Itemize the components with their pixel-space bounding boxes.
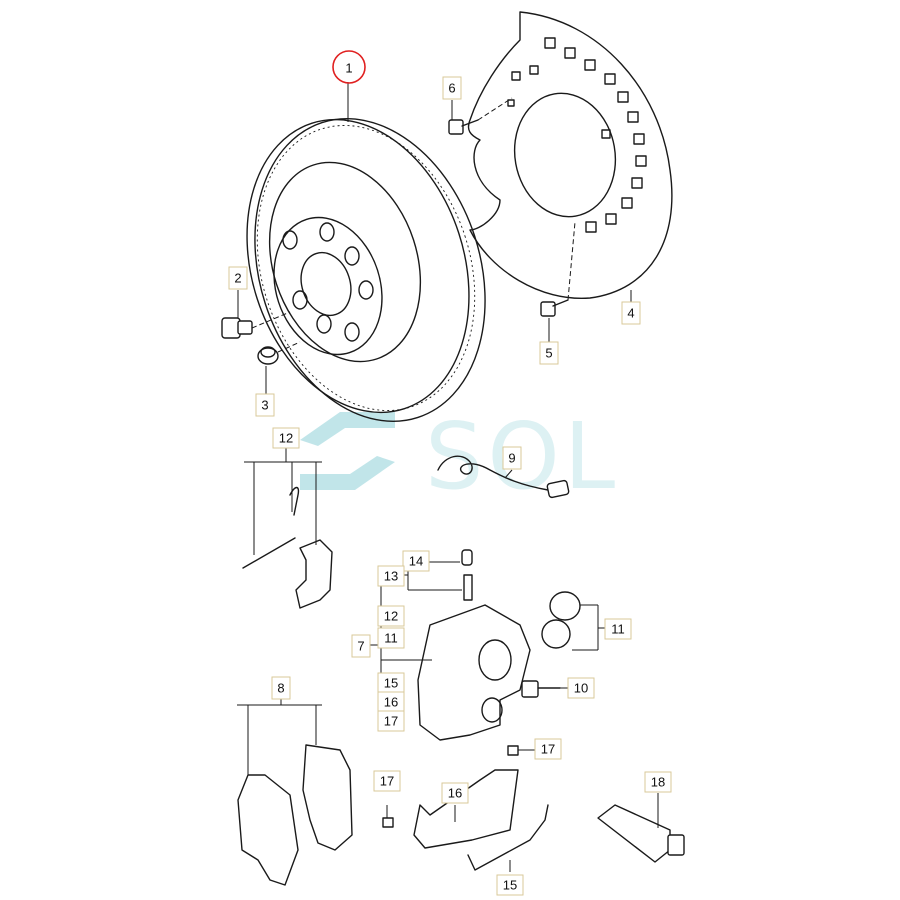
brake-line bbox=[467, 804, 549, 871]
callout-8-text: 8 bbox=[277, 681, 284, 696]
wear-sensor-cable bbox=[437, 455, 570, 499]
callout-8: 8 bbox=[271, 676, 291, 700]
callout-9: 9 bbox=[502, 446, 522, 470]
grease-tube bbox=[597, 804, 685, 863]
callout-18: 18 bbox=[644, 771, 672, 793]
callout-15-text: 15 bbox=[503, 878, 517, 893]
callout-15: 15 bbox=[496, 874, 524, 896]
callout-14-text: 14 bbox=[409, 554, 423, 569]
callout-12-text: 12 bbox=[279, 431, 293, 446]
highlight-circle bbox=[332, 50, 366, 84]
callout-17-left-text: 17 bbox=[380, 774, 394, 789]
callout-17-left: 17 bbox=[373, 770, 401, 792]
brake-pad-left bbox=[237, 774, 299, 886]
spreader-spring bbox=[295, 539, 333, 609]
callout-11: 11 bbox=[604, 618, 632, 640]
wheel-locator-axis bbox=[277, 341, 301, 353]
callout-17-sub: 17 bbox=[377, 710, 405, 732]
callout-12-sub: 12 bbox=[377, 605, 405, 627]
callout-11-text: 11 bbox=[611, 622, 625, 637]
callout-1: 1 bbox=[345, 61, 352, 76]
callout-15-sub: 15 bbox=[377, 672, 405, 694]
shield-bolt-lower bbox=[540, 299, 569, 317]
callout-11-sub-text: 11 bbox=[384, 631, 398, 646]
callout-18-text: 18 bbox=[651, 775, 665, 790]
callout-6: 6 bbox=[442, 76, 462, 100]
callout-13: 13 bbox=[377, 565, 405, 587]
callout-1-text: 1 bbox=[345, 61, 352, 76]
callout-9-text: 9 bbox=[508, 451, 515, 466]
shield-bolt-upper-axis bbox=[477, 97, 513, 121]
callout-13-text: 13 bbox=[384, 569, 398, 584]
brake-caliper bbox=[417, 604, 531, 741]
spring-clip bbox=[289, 486, 300, 516]
shield-bolt-lower-axis bbox=[567, 221, 576, 301]
disc-screw-axis bbox=[251, 311, 291, 329]
screw-17-left bbox=[382, 817, 394, 828]
callout-3-text: 3 bbox=[261, 398, 268, 413]
brake-pad-right bbox=[302, 744, 353, 851]
callout-17-sub-text: 17 bbox=[384, 714, 398, 729]
callout-7-text: 7 bbox=[357, 639, 364, 654]
piston-seals bbox=[541, 591, 581, 649]
screw-17-top bbox=[507, 745, 519, 756]
retaining-pin bbox=[242, 537, 296, 569]
callout-17-top-text: 17 bbox=[541, 742, 555, 757]
watermark-logo-top bbox=[300, 412, 395, 446]
shield-bolt-upper bbox=[448, 119, 479, 135]
line-bracket bbox=[413, 769, 519, 849]
callout-17-top: 17 bbox=[534, 738, 562, 760]
disc-screw bbox=[221, 317, 253, 339]
watermark-logo-bottom bbox=[300, 456, 395, 490]
callout-14: 14 bbox=[402, 550, 430, 572]
callout-16-text: 16 bbox=[448, 786, 462, 801]
callout-2: 2 bbox=[228, 266, 248, 290]
callout-10: 10 bbox=[567, 677, 595, 699]
callout-2-text: 2 bbox=[234, 271, 241, 286]
dust-shield bbox=[467, 11, 673, 299]
callout-5-text: 5 bbox=[545, 346, 552, 361]
callout-11-sub: 11 bbox=[377, 627, 405, 649]
callout-12: 12 bbox=[272, 427, 300, 449]
callout-10-text: 10 bbox=[574, 681, 588, 696]
leader-lines bbox=[237, 82, 659, 872]
caliper-bolt bbox=[521, 680, 561, 698]
callout-4: 4 bbox=[621, 301, 641, 325]
wheel-locator bbox=[257, 346, 279, 365]
callout-16: 16 bbox=[441, 782, 469, 804]
callout-3: 3 bbox=[255, 393, 275, 417]
callout-16-sub-text: 16 bbox=[384, 695, 398, 710]
callout-15-sub-text: 15 bbox=[384, 676, 398, 691]
bleeder-valve bbox=[461, 549, 473, 601]
callout-16-sub: 16 bbox=[377, 691, 405, 713]
callout-6-text: 6 bbox=[448, 81, 455, 96]
brake-disc bbox=[246, 118, 486, 422]
callout-12-sub-text: 12 bbox=[384, 609, 398, 624]
callout-7: 7 bbox=[351, 634, 371, 658]
callout-5: 5 bbox=[539, 341, 559, 365]
callout-4-text: 4 bbox=[627, 306, 634, 321]
